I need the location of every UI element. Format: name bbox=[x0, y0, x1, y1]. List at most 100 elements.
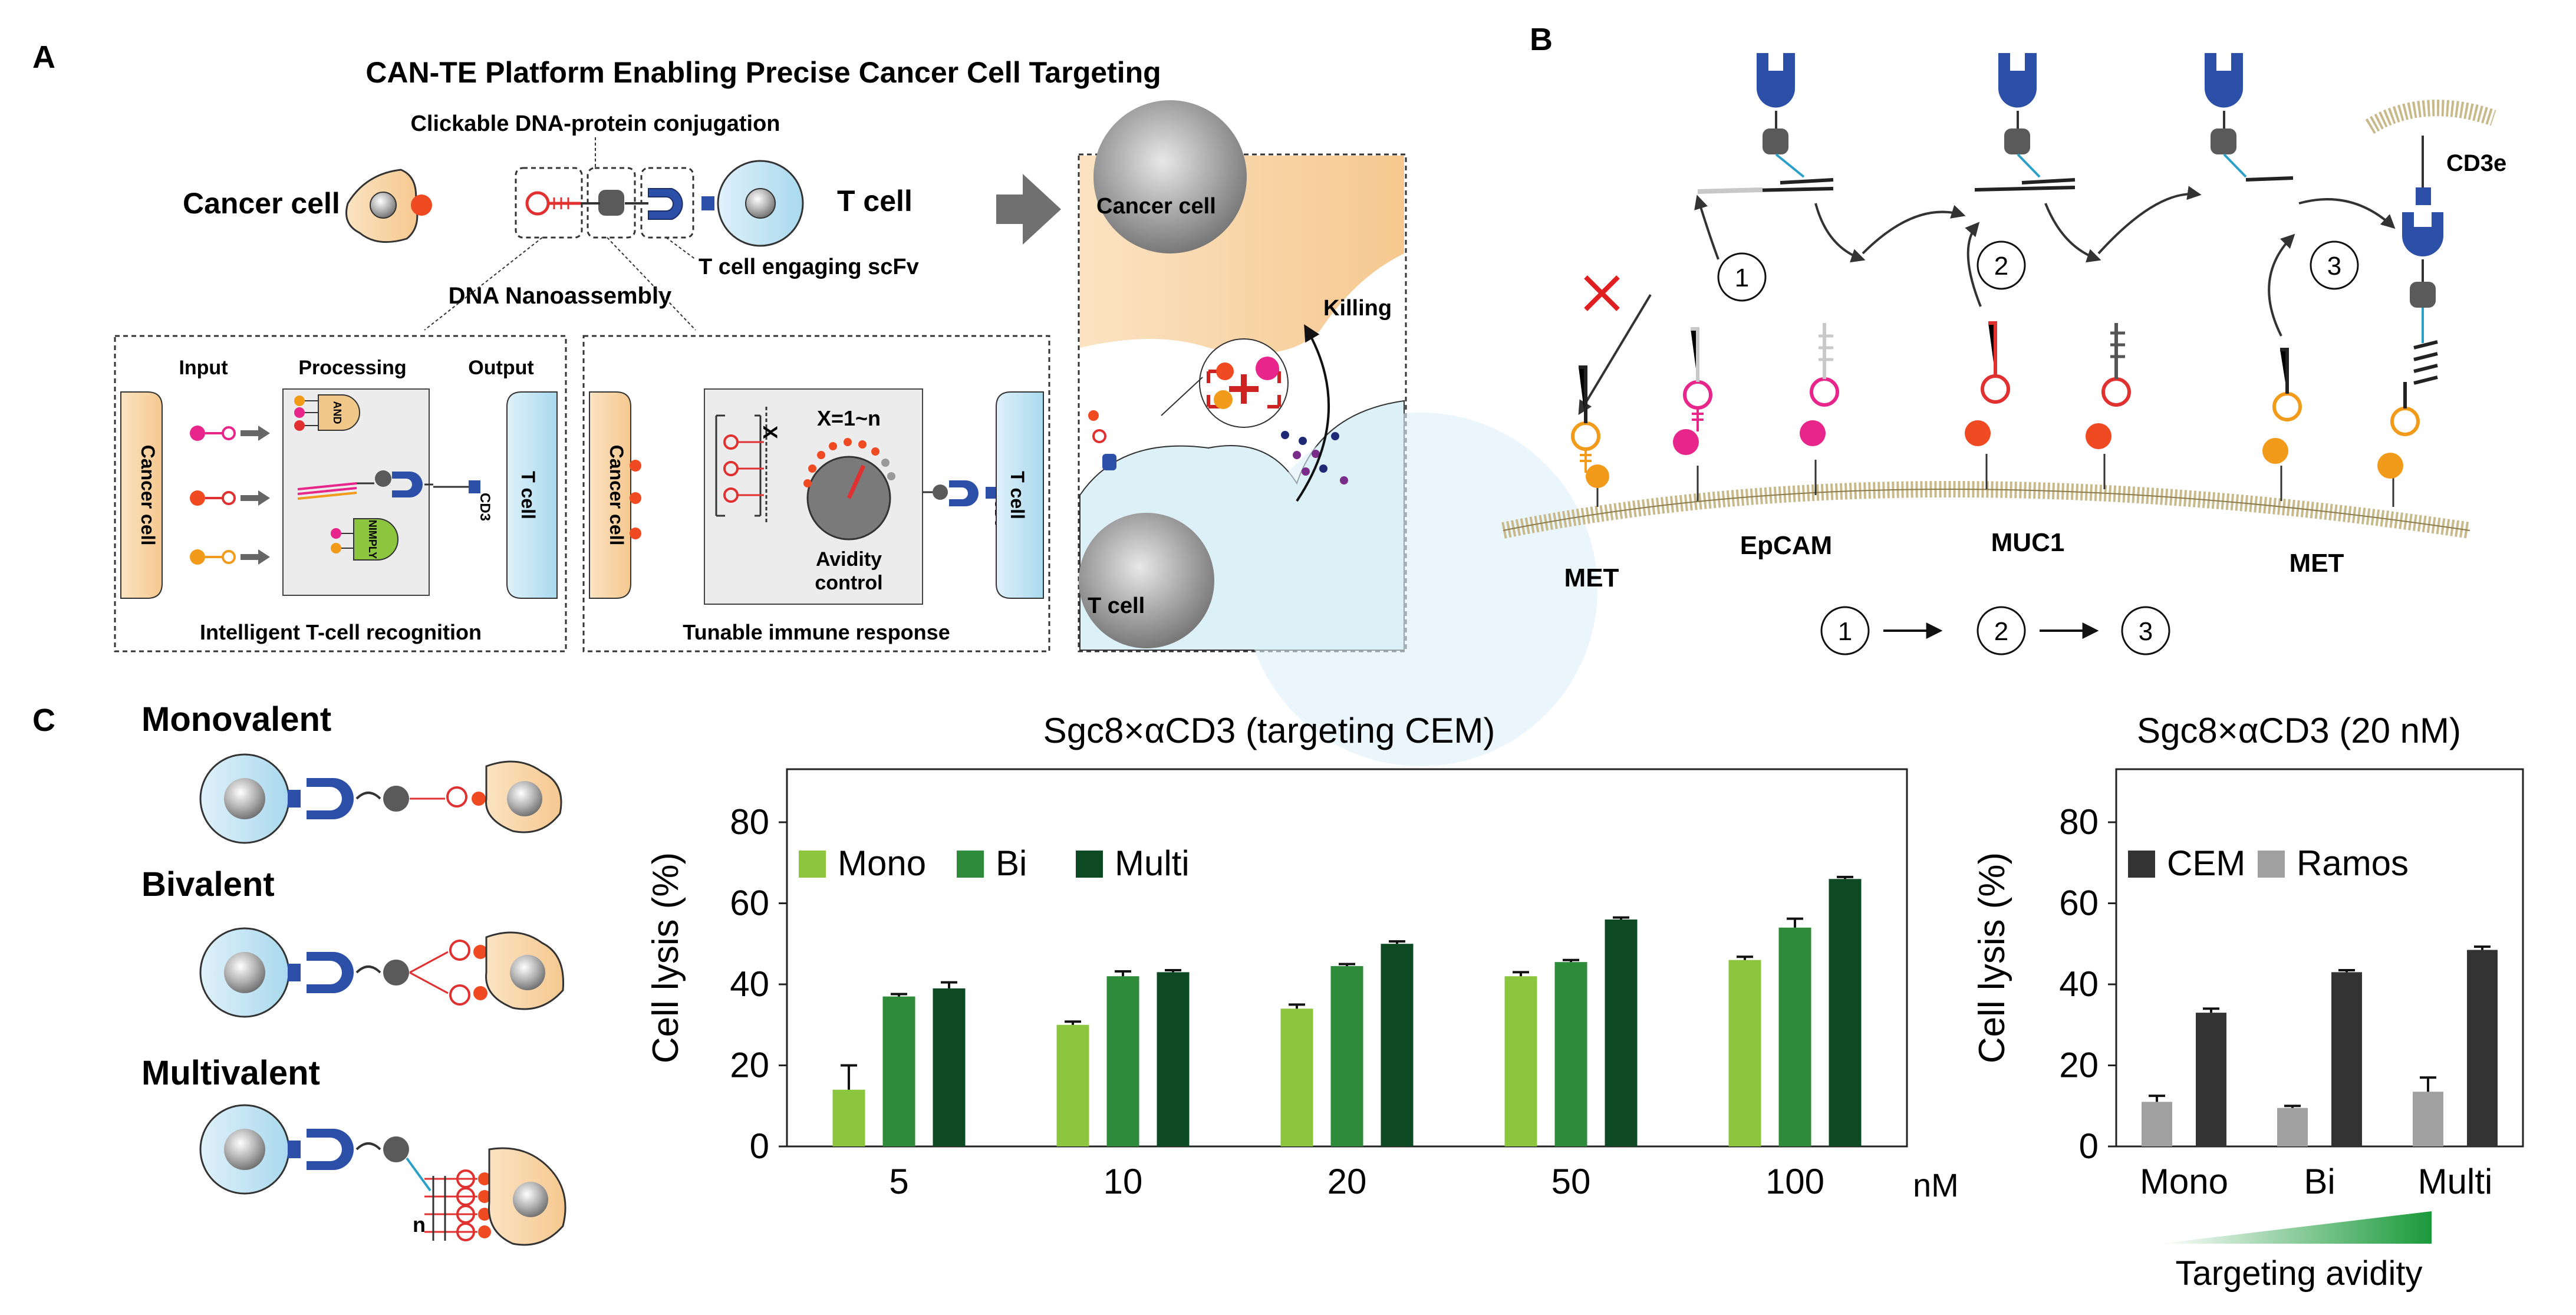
flow-1-icon bbox=[1820, 606, 1870, 655]
bar bbox=[1330, 966, 1363, 1146]
panel-b-letter: B bbox=[1530, 22, 1553, 57]
intelligent-recognition-caption: Intelligent T-cell recognition bbox=[200, 620, 482, 644]
zoom-t-cell-label: T cell bbox=[1088, 594, 1145, 618]
bar bbox=[1554, 962, 1587, 1146]
step-2-icon bbox=[1977, 240, 2026, 290]
legend-label: CEM bbox=[2167, 843, 2245, 883]
bar bbox=[2331, 972, 2362, 1146]
output-label: Output bbox=[468, 357, 533, 379]
right-t-cell-label: T cell bbox=[1007, 471, 1028, 519]
processing-label: Processing bbox=[298, 357, 406, 379]
y-tick-label: 40 bbox=[2059, 964, 2099, 1004]
left-t-cell bbox=[506, 391, 558, 599]
conjugation-label: Clickable DNA-protein conjugation bbox=[410, 111, 780, 136]
step-2-label: 2 bbox=[1994, 252, 2008, 281]
tunable-response-caption: Tunable immune response bbox=[683, 620, 950, 644]
chart1-ylabel: Cell lysis (%) bbox=[645, 852, 686, 1063]
bar bbox=[2467, 950, 2498, 1146]
bar bbox=[1829, 879, 1862, 1146]
x-tick-label: 100 bbox=[1765, 1162, 1824, 1201]
legend-swatch bbox=[2258, 851, 2285, 878]
bar bbox=[2413, 1092, 2443, 1146]
nimply-gate-label: NIMPLY bbox=[367, 520, 378, 559]
avidity-label-2: control bbox=[815, 572, 882, 594]
bar bbox=[832, 1089, 865, 1146]
multivalent-n-label: n bbox=[413, 1212, 426, 1237]
flow-3-label: 3 bbox=[2139, 617, 2153, 646]
chart-targeting-cem: Sgc8×αCD3 (targeting CEM) Cell lysis (%)… bbox=[645, 711, 1959, 1204]
intelligent-recognition-box bbox=[114, 335, 567, 652]
panel-c-letter: C bbox=[32, 703, 55, 738]
panel-c: C Monovalent Bivalent Multivalent bbox=[32, 700, 2524, 1293]
y-tick-label: 60 bbox=[730, 884, 769, 923]
y-tick-label: 60 bbox=[2059, 884, 2099, 923]
cd3e-label: CD3e bbox=[2446, 150, 2506, 176]
step-3-icon bbox=[2310, 240, 2359, 290]
x-tick-label: 20 bbox=[1327, 1162, 1367, 1201]
y-tick-label: 0 bbox=[750, 1126, 769, 1166]
legend-label: Multi bbox=[1115, 843, 1190, 883]
multivalent-schematic-icon bbox=[199, 1104, 566, 1246]
x-tick-label: 10 bbox=[1103, 1162, 1143, 1201]
left-cd3-label: CD3 bbox=[477, 493, 493, 521]
x-tick-label: Bi bbox=[2304, 1162, 2335, 1201]
legend-swatch bbox=[2128, 851, 2155, 878]
chart2-ylabel: Cell lysis (%) bbox=[1972, 852, 2012, 1063]
input-label: Input bbox=[179, 357, 228, 379]
receptors bbox=[1571, 321, 2420, 507]
scfv-icon bbox=[625, 188, 714, 220]
step-1-icon bbox=[1717, 252, 1767, 302]
x-tick-label: Multi bbox=[2418, 1162, 2493, 1201]
legend-swatch bbox=[799, 851, 826, 878]
bar bbox=[2196, 1013, 2226, 1146]
y-tick-label: 80 bbox=[2059, 802, 2099, 842]
bar bbox=[2277, 1108, 2308, 1146]
bar bbox=[1605, 919, 1638, 1146]
killing-label: Killing bbox=[1323, 296, 1392, 321]
receptor-dot bbox=[411, 195, 432, 216]
x-tick-label: 5 bbox=[889, 1162, 908, 1201]
bar bbox=[1056, 1024, 1089, 1146]
flow-2-label: 2 bbox=[1994, 617, 2008, 646]
y-tick-label: 0 bbox=[2079, 1126, 2099, 1166]
chart1-xlabel: nM bbox=[1913, 1166, 1959, 1204]
panel-b: B CD3e bbox=[1501, 22, 2506, 655]
receptor-label-met-2: MET bbox=[2290, 549, 2344, 578]
and-gate-icon bbox=[318, 394, 360, 431]
bar bbox=[933, 988, 966, 1146]
bar bbox=[1157, 972, 1190, 1146]
y-tick-label: 80 bbox=[730, 802, 769, 842]
zoom-box bbox=[1078, 100, 1597, 766]
legend-swatch bbox=[1076, 851, 1103, 878]
avidity-dial-icon bbox=[803, 438, 895, 540]
y-tick-label: 20 bbox=[2059, 1046, 2099, 1085]
linker-icon bbox=[581, 190, 624, 216]
monovalent-schematic-icon bbox=[199, 753, 562, 844]
step-1-label: 1 bbox=[1735, 263, 1749, 292]
avidity-gradient-wedge bbox=[2160, 1211, 2432, 1244]
bar bbox=[1381, 944, 1414, 1146]
and-gate-label: AND bbox=[331, 401, 343, 424]
tunable-response-box bbox=[582, 335, 1050, 652]
aptamer-icon bbox=[525, 191, 581, 216]
legend-swatch bbox=[957, 851, 984, 878]
legend-label: Mono bbox=[838, 843, 926, 883]
transition-arrow bbox=[996, 174, 1061, 245]
x-tick-label: Mono bbox=[2140, 1162, 2228, 1201]
schematic-label-monovalent: Monovalent bbox=[141, 700, 331, 739]
y-tick-label: 20 bbox=[730, 1046, 769, 1085]
x-label: X bbox=[759, 426, 781, 439]
chart1-title: Sgc8×αCD3 (targeting CEM) bbox=[1043, 711, 1495, 750]
chart2-title: Sgc8×αCD3 (20 nM) bbox=[2137, 711, 2461, 750]
bivalent-schematic-icon bbox=[199, 927, 565, 1018]
legend-label: Ramos bbox=[2297, 843, 2409, 883]
legend-label: Bi bbox=[996, 843, 1027, 883]
bar bbox=[1280, 1009, 1313, 1146]
y-tick-label: 40 bbox=[730, 964, 769, 1004]
left-cancer-cell-label: Cancer cell bbox=[137, 445, 159, 546]
schematic-label-bivalent: Bivalent bbox=[141, 865, 275, 904]
avidity-label: Targeting avidity bbox=[2175, 1254, 2422, 1293]
flow-2-icon bbox=[1977, 606, 2026, 655]
left-t-cell-label: T cell bbox=[518, 471, 539, 519]
receptor-label-met-1: MET bbox=[1564, 563, 1619, 592]
